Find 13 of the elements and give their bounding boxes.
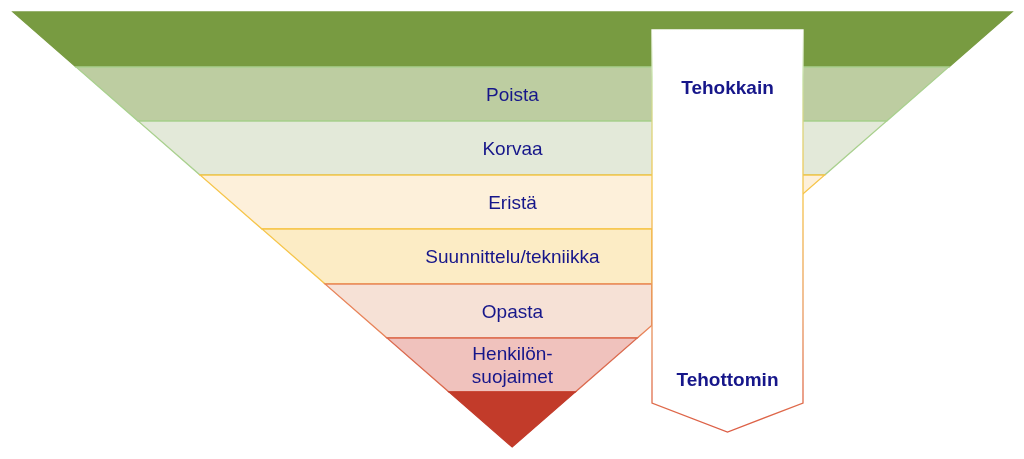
effectiveness-label: Tehottomin xyxy=(676,368,779,391)
level-label: Henkilön- suojaimet xyxy=(470,342,555,388)
hierarchy-band xyxy=(387,338,638,392)
hierarchy-band xyxy=(325,284,652,338)
level-label: Eristä xyxy=(488,190,537,214)
level-label: Opasta xyxy=(481,299,544,323)
level-label: Korvaa xyxy=(482,136,543,160)
level-label: Suunnittelu/tekniikka xyxy=(425,245,600,268)
hierarchy-band xyxy=(262,229,652,284)
level-label: Poista xyxy=(486,82,539,106)
effectiveness-label: Tehokkain xyxy=(681,76,774,99)
hierarchy-tip xyxy=(449,392,576,447)
down-arrow-banner xyxy=(652,30,803,432)
